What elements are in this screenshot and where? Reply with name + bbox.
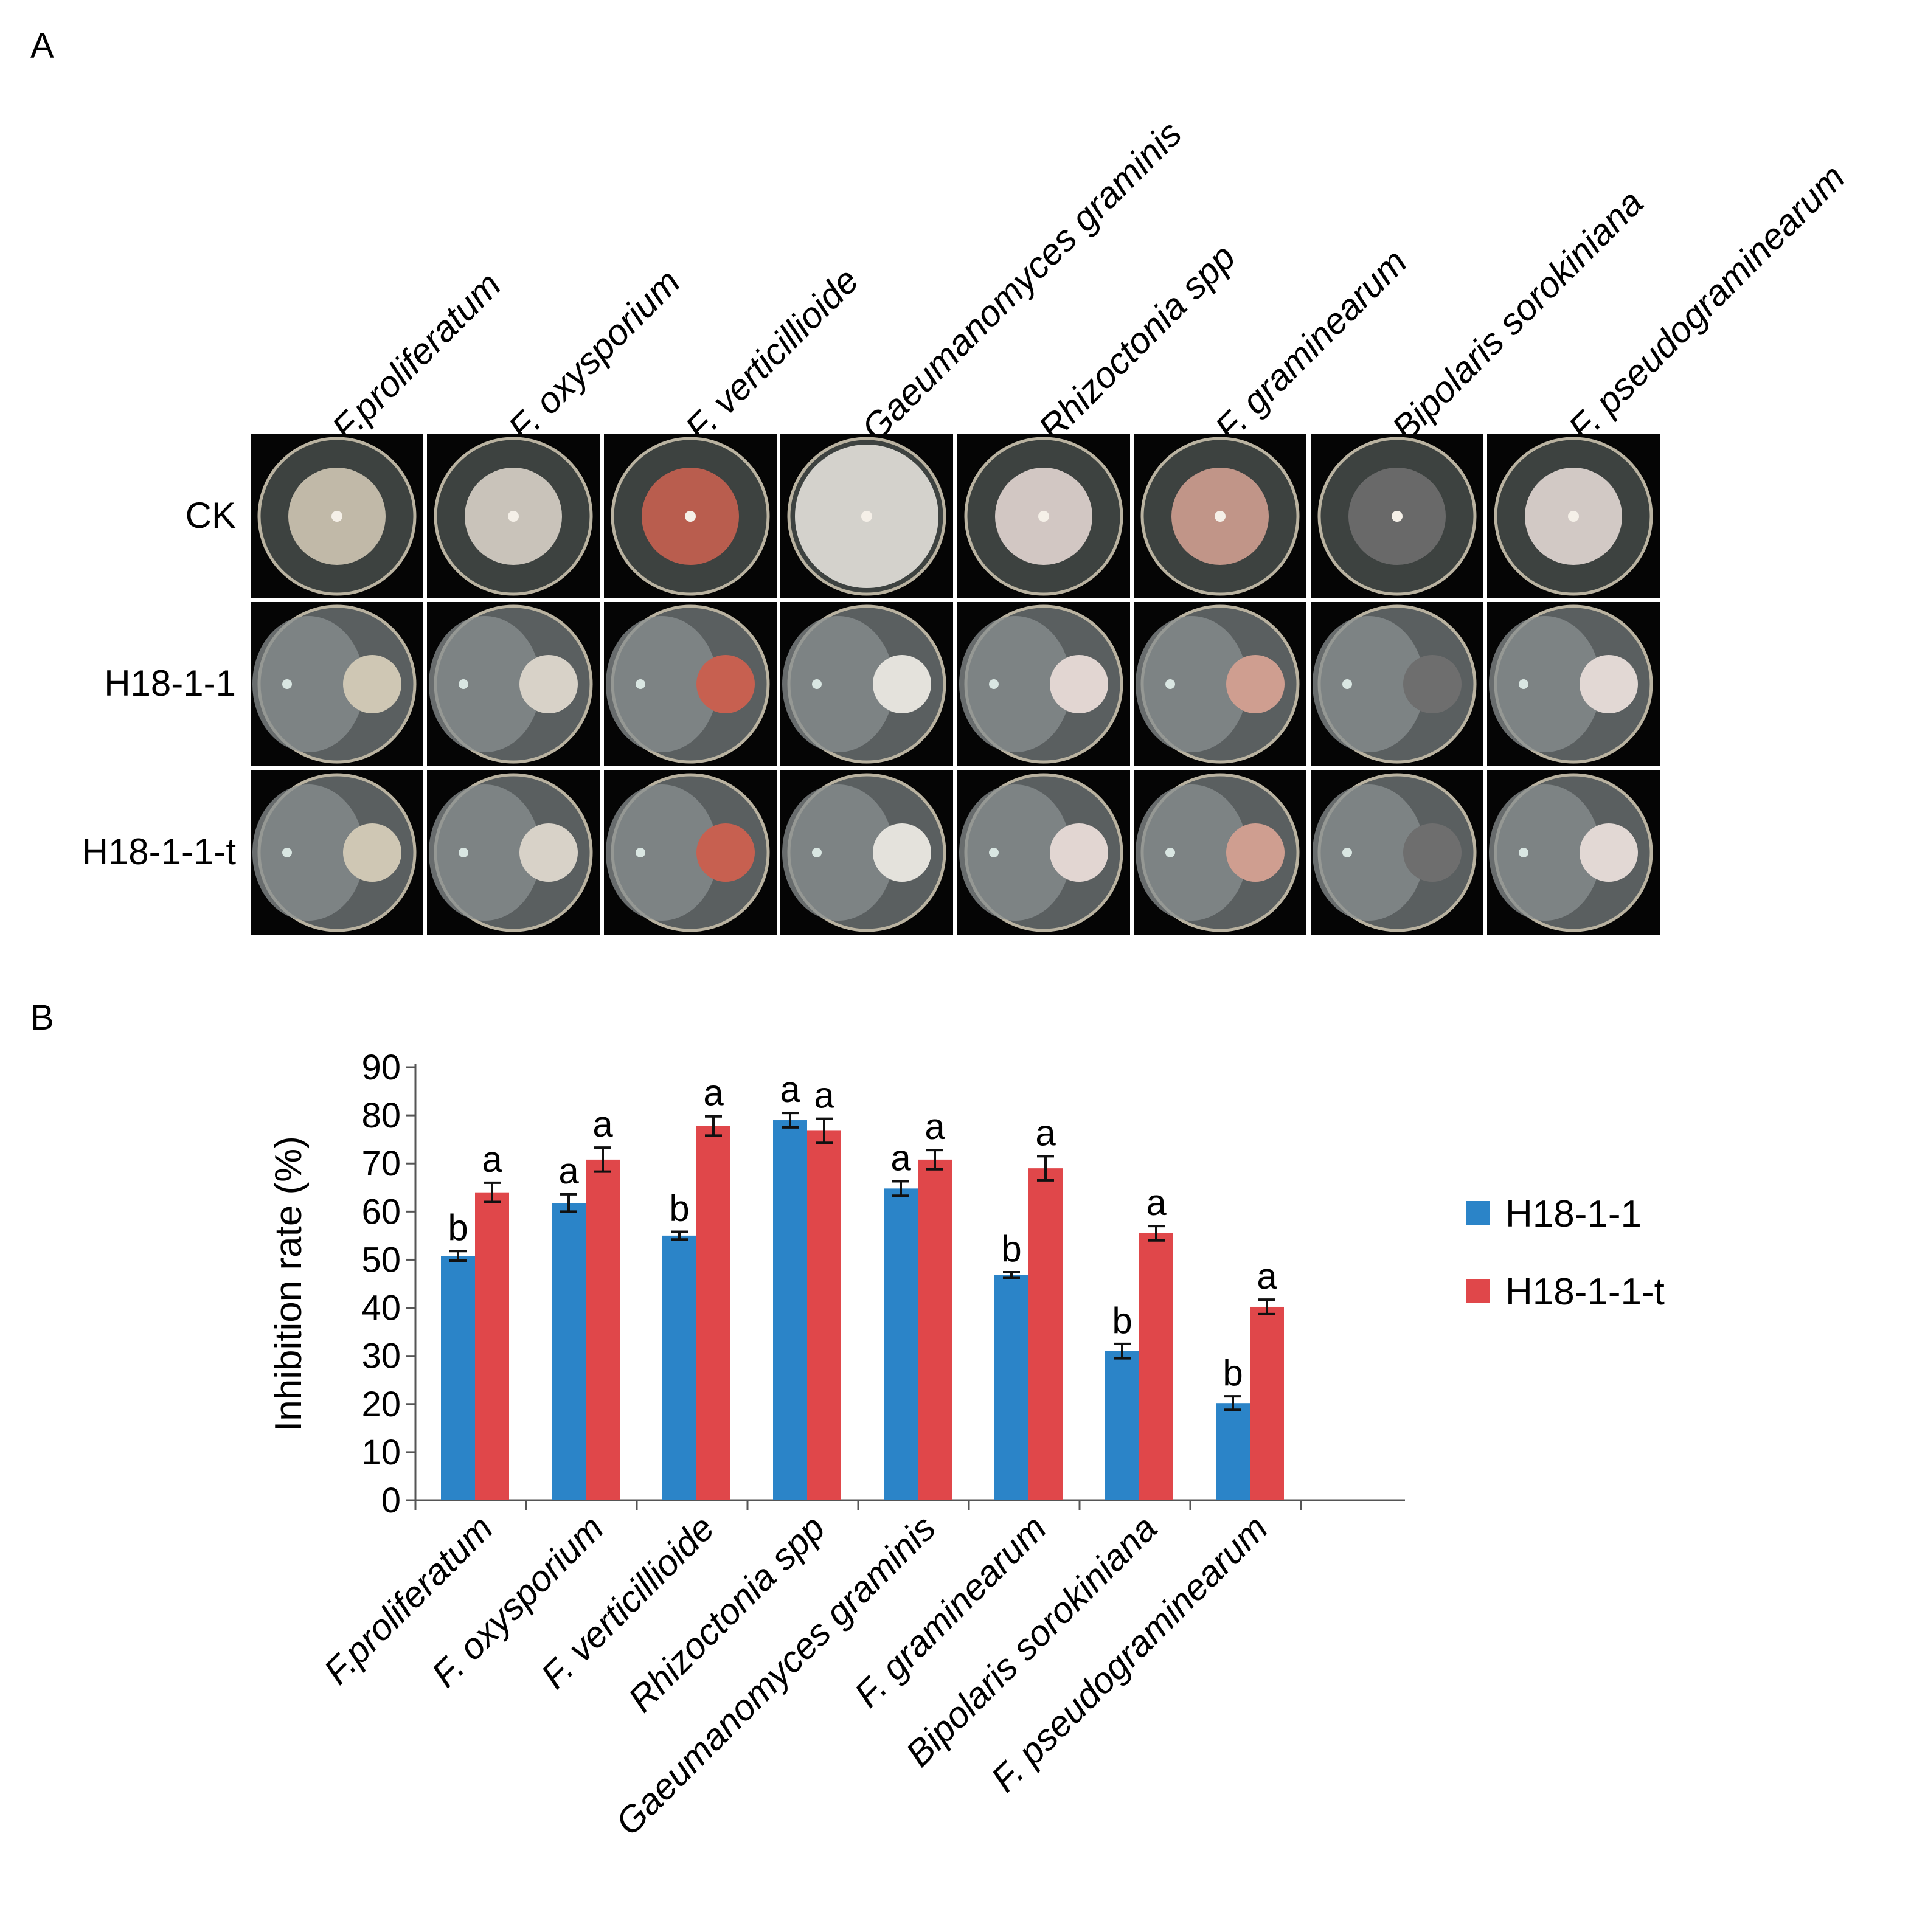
petri-plate-image (1311, 434, 1483, 598)
petri-plate-image (1487, 434, 1660, 598)
bar (1028, 1168, 1063, 1500)
significance-letter: a (1146, 1182, 1167, 1223)
petri-plate-image (251, 602, 423, 766)
bar (1216, 1403, 1250, 1500)
petri-plate-image (957, 434, 1130, 598)
bar (918, 1159, 952, 1500)
bar (1250, 1306, 1284, 1500)
significance-letter: b (1001, 1228, 1021, 1269)
petri-plate-image (604, 770, 777, 935)
petri-plate-image (1134, 602, 1306, 766)
bar (696, 1126, 730, 1500)
petri-plate-image (604, 434, 777, 598)
bar (1105, 1351, 1139, 1500)
y-axis-label: Inhibition rate (%) (268, 1136, 310, 1432)
petri-plate-image (1311, 602, 1483, 766)
y-tick-label: 30 (361, 1337, 401, 1376)
bar (662, 1235, 696, 1500)
y-tick-label: 80 (361, 1096, 401, 1135)
legend-label: H18-1-1-t (1505, 1271, 1665, 1313)
y-tick-label: 40 (361, 1289, 401, 1328)
bar (552, 1203, 586, 1500)
significance-letter: a (703, 1073, 724, 1113)
petri-plate-image (780, 770, 953, 935)
petri-plate-image (251, 434, 423, 598)
petri-plate-image (1134, 770, 1306, 935)
significance-letter: a (1035, 1112, 1056, 1153)
significance-letter: a (814, 1075, 834, 1116)
y-tick-label: 0 (381, 1481, 401, 1520)
significance-letter: a (558, 1151, 579, 1191)
bar (475, 1192, 509, 1500)
petri-plate-image (427, 602, 600, 766)
petri-plate-image (957, 770, 1130, 935)
row-label: H18-1-1-t (82, 831, 236, 872)
petri-plate-image (1487, 602, 1660, 766)
panel-a-letter: A (30, 26, 54, 66)
significance-letter: a (890, 1137, 911, 1178)
petri-plate-image (427, 434, 600, 598)
legend-swatch (1466, 1201, 1490, 1225)
y-tick-label: 70 (361, 1144, 401, 1183)
bar (586, 1159, 620, 1500)
bar (807, 1130, 841, 1500)
significance-letter: b (1223, 1352, 1243, 1393)
significance-letter: b (448, 1207, 468, 1248)
legend-swatch (1466, 1279, 1490, 1303)
x-category-label: Rhizoctonia spp (620, 1508, 833, 1720)
bar (884, 1188, 918, 1500)
petri-plate-image (251, 770, 423, 935)
petri-plate-image (957, 602, 1130, 766)
row-label: H18-1-1 (104, 663, 236, 704)
y-tick-label: 50 (361, 1240, 401, 1279)
petri-plate-image (1487, 770, 1660, 935)
significance-letter: a (1257, 1256, 1277, 1297)
bar (994, 1275, 1028, 1500)
petri-plate-image (1311, 770, 1483, 935)
petri-plate-image (604, 602, 777, 766)
bar (441, 1256, 475, 1500)
significance-letter: a (924, 1106, 945, 1147)
significance-letter: b (1112, 1300, 1132, 1341)
legend-label: H18-1-1 (1505, 1193, 1642, 1235)
petri-plate-image (1134, 434, 1306, 598)
y-tick-label: 90 (361, 1048, 401, 1087)
y-tick-label: 60 (361, 1192, 401, 1231)
panel-b-letter: B (30, 998, 54, 1037)
row-label: CK (185, 495, 236, 536)
significance-letter: b (669, 1188, 689, 1229)
significance-letter: a (780, 1069, 800, 1110)
y-tick-label: 10 (361, 1433, 401, 1472)
bar (1139, 1233, 1173, 1500)
petri-plate-image (427, 770, 600, 935)
petri-plate-image (780, 602, 953, 766)
y-tick-label: 20 (361, 1385, 401, 1424)
x-category-label: F. graminearum (847, 1508, 1054, 1715)
bar (773, 1120, 807, 1500)
significance-letter: a (592, 1104, 613, 1144)
petri-plate-image (780, 434, 953, 598)
significance-letter: a (482, 1139, 502, 1180)
